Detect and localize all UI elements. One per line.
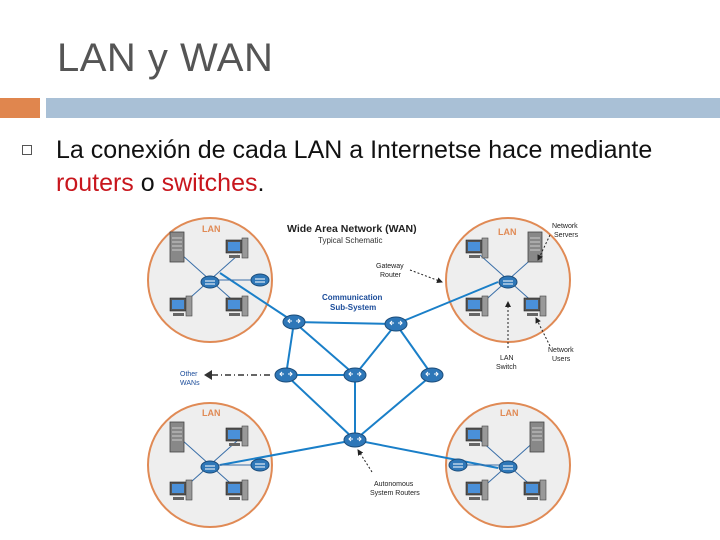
lan-switch-icon [250, 273, 270, 287]
lan-label-bottom-right: LAN [500, 408, 519, 418]
diagram-title: Wide Area Network (WAN) [287, 223, 417, 235]
other-wans-label-2: WANs [180, 380, 200, 387]
title-underline-bar [46, 98, 720, 118]
bullet-text-part1: La conexión de cada LAN a Internetse hac… [56, 136, 653, 164]
workstation-icon [225, 237, 249, 259]
server-icon [527, 231, 543, 263]
server-icon [169, 421, 185, 453]
bullet-icon [22, 145, 32, 155]
router-icon [420, 367, 444, 383]
lan-switch-icon [200, 460, 220, 474]
lan-switch-icon [498, 460, 518, 474]
lan-switch-icon [448, 458, 468, 472]
workstation-icon [225, 295, 249, 317]
workstation-icon [465, 237, 489, 259]
slide-title: LAN y WAN [57, 36, 274, 80]
bullet-text-period: . [257, 169, 265, 197]
lan-switch-label-2: Switch [496, 364, 517, 371]
workstation-icon [169, 479, 193, 501]
comm-subsystem-label-2: Sub-System [330, 303, 376, 312]
lan-switch-icon [250, 458, 270, 472]
bullet-text: La conexión de cada LAN a Internetse hac… [56, 134, 696, 200]
comm-subsystem-label-1: Communication [322, 293, 383, 302]
workstation-icon [225, 479, 249, 501]
workstation-icon [169, 295, 193, 317]
network-servers-label-2: Servers [554, 232, 579, 239]
workstation-icon [465, 425, 489, 447]
workstation-icon [225, 425, 249, 447]
lan-label-bottom-left: LAN [202, 408, 221, 418]
workstation-icon [465, 295, 489, 317]
router-icon [282, 314, 306, 330]
server-icon [169, 231, 185, 263]
lan-switch-icon [200, 275, 220, 289]
workstation-icon [523, 295, 547, 317]
bullet-text-or: o [133, 169, 162, 197]
lan-label-top-left: LAN [202, 224, 221, 234]
router-icon [384, 316, 408, 332]
router-icon [343, 432, 367, 448]
router-icon [274, 367, 298, 383]
as-routers-label-2: System Routers [370, 490, 420, 497]
title-accent-bar [0, 98, 40, 118]
lan-label-top-right: LAN [498, 227, 517, 237]
routers-highlight: routers [56, 169, 134, 197]
other-wans-label-1: Other [180, 371, 198, 378]
server-icon [529, 421, 545, 453]
switches-highlight: switches [161, 169, 258, 197]
diagram-subtitle: Typical Schematic [318, 236, 382, 245]
wan-diagram: Wide Area Network (WAN) Typical Schemati… [147, 217, 579, 528]
network-servers-label-1: Network [552, 223, 578, 230]
gateway-router-label-1: Gateway [376, 263, 404, 270]
network-users-label-2: Users [552, 356, 571, 363]
as-routers-label-1: Autonomous [374, 481, 414, 488]
lan-switch-label-1: LAN [500, 355, 514, 362]
lan-switch-icon [498, 275, 518, 289]
network-users-label-1: Network [548, 347, 574, 354]
workstation-icon [523, 479, 547, 501]
workstation-icon [465, 479, 489, 501]
gateway-router-label-2: Router [380, 272, 402, 279]
router-icon [343, 367, 367, 383]
